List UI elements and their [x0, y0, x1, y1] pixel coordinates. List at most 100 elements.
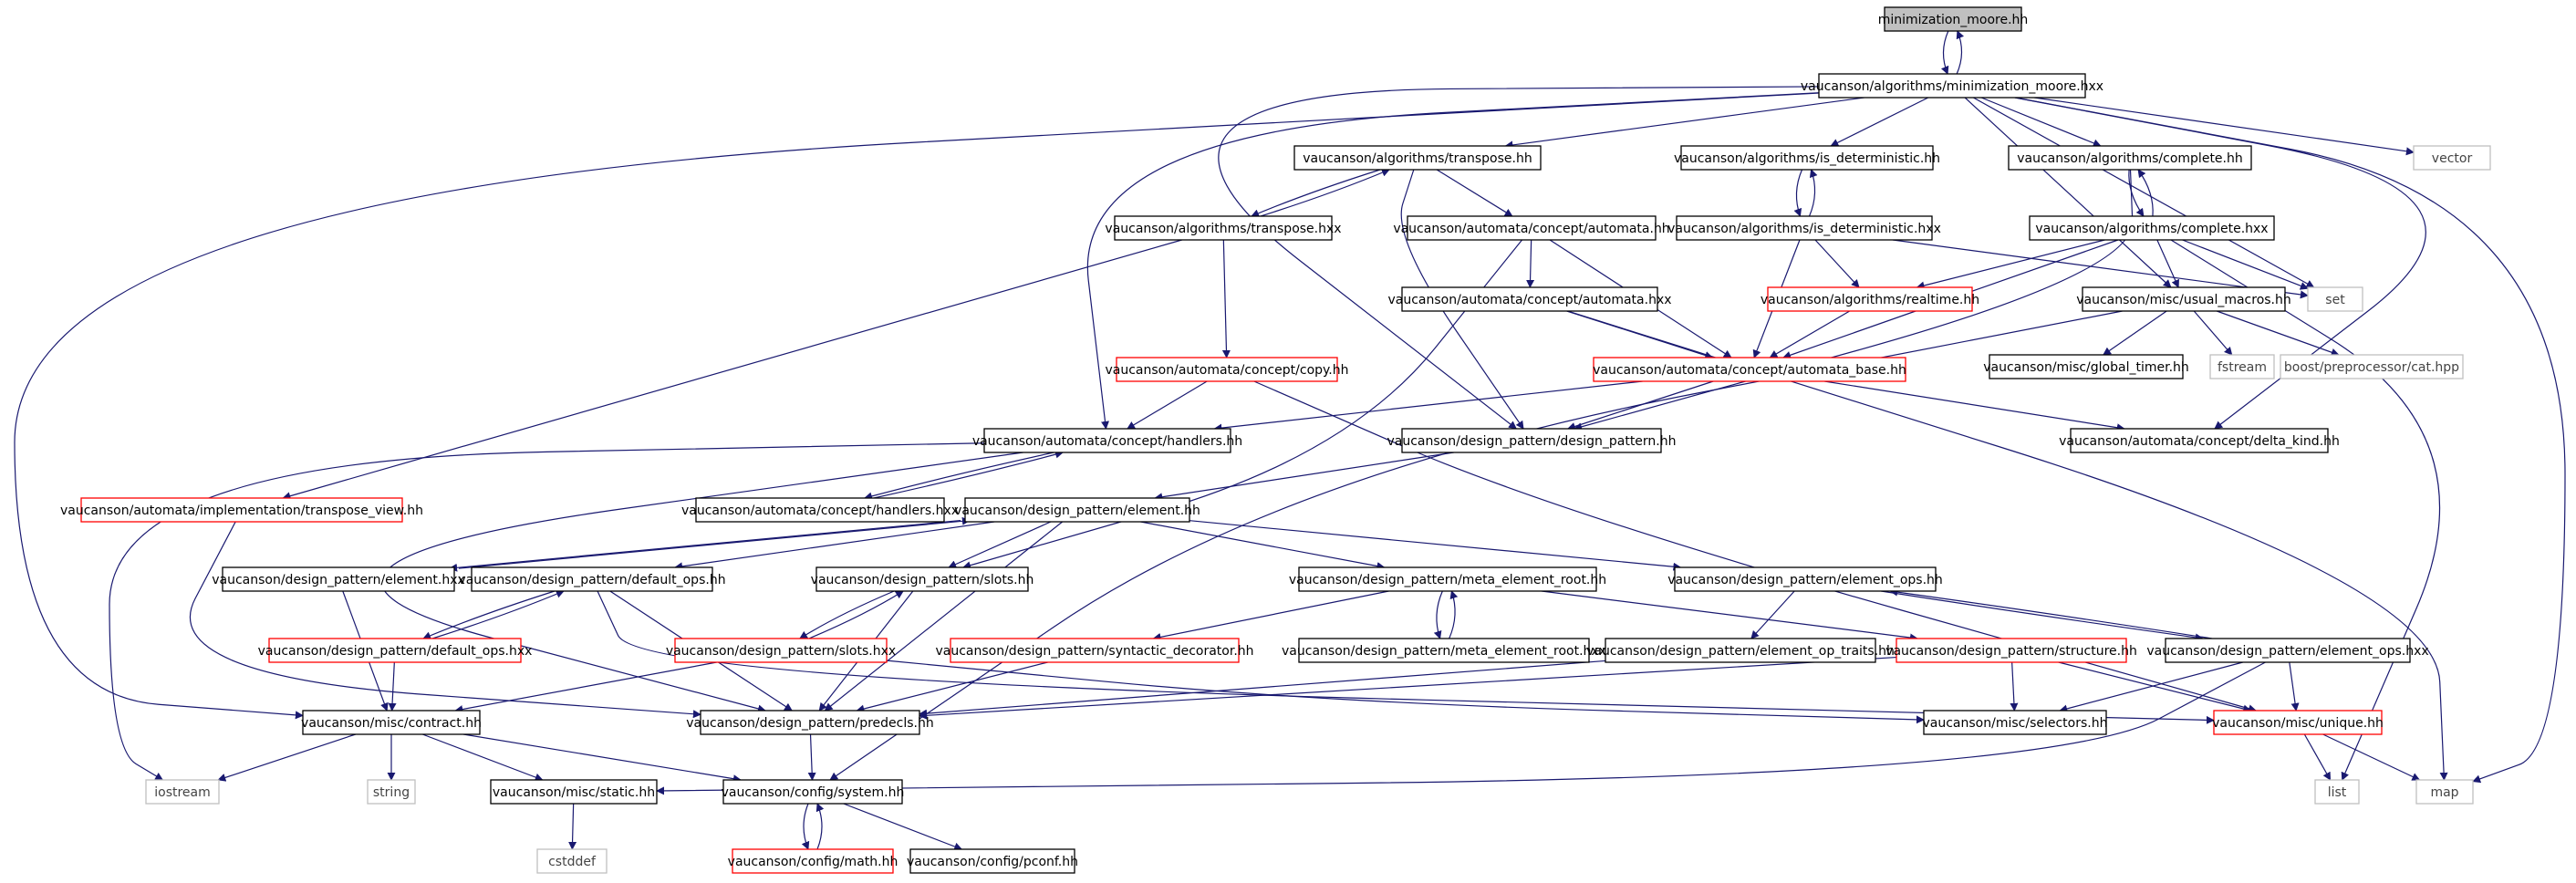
node-label: vaucanson/design_pattern/element.hh [954, 504, 1200, 518]
edge-n26-n30 [422, 590, 556, 640]
node-n48[interactable]: vaucanson/config/math.hh [728, 848, 898, 874]
node-label: vaucanson/config/pconf.hh [907, 855, 1078, 869]
node-n6[interactable]: vaucanson/algorithms/transpose.hxx [1105, 215, 1342, 241]
edge-n44-n49 [843, 803, 963, 851]
node-n46[interactable]: map [2415, 779, 2474, 805]
node-n30[interactable]: vaucanson/design_pattern/default_ops.hxx [258, 638, 533, 663]
node-box [1884, 6, 2022, 32]
node-box [700, 710, 920, 735]
node-n37[interactable]: vaucanson/misc/contract.hh [301, 710, 482, 735]
node-n49[interactable]: vaucanson/config/pconf.hh [907, 848, 1078, 874]
node-n24[interactable]: vaucanson/design_pattern/element.hh [954, 497, 1200, 523]
node-n10[interactable]: set [2307, 286, 2363, 312]
node-box [2082, 286, 2286, 312]
node-n1[interactable]: vaucanson/algorithms/minimization_moore.… [1801, 73, 2103, 99]
edge-n29-n34 [1750, 590, 1795, 639]
edge-n3-n8 [1793, 169, 1803, 217]
nodes-layer: minimization_moore.hh vaucanson/algorithm… [60, 6, 2491, 874]
node-n18[interactable]: vaucanson/automata/concept/automata_base… [1593, 357, 1906, 382]
edge-n12-n18 [1769, 310, 1851, 358]
node-box [2029, 215, 2275, 241]
node-n16[interactable]: boost/preprocessor/cat.hpp [2280, 354, 2464, 379]
node-n28[interactable]: vaucanson/design_pattern/meta_element_ro… [1289, 566, 1606, 592]
node-label: list [2328, 785, 2347, 800]
node-box [815, 566, 1029, 592]
edge-n24-n27 [948, 521, 1052, 568]
node-n9[interactable]: vaucanson/algorithms/complete.hxx [2029, 215, 2275, 241]
node-n25[interactable]: vaucanson/design_pattern/element.hxx [212, 566, 465, 592]
node-box [909, 848, 1075, 874]
node-n35[interactable]: vaucanson/design_pattern/structure.hh [1885, 638, 2137, 663]
edge-n9-n13 [2156, 239, 2179, 288]
node-n17[interactable]: vaucanson/automata/concept/copy.hh [1105, 357, 1349, 382]
edge-n18-n19 [1213, 380, 1643, 432]
node-label: vaucanson/design_pattern/default_ops.hh [458, 573, 725, 587]
node-n27[interactable]: vaucanson/design_pattern/slots.hh [811, 566, 1034, 592]
node-label: vaucanson/algorithms/complete.hxx [2035, 222, 2268, 236]
node-n44[interactable]: vaucanson/config/system.hh [722, 779, 905, 805]
node-n47[interactable]: cstddef [536, 848, 608, 874]
node-n32[interactable]: vaucanson/design_pattern/syntactic_decor… [935, 638, 1254, 663]
node-n31[interactable]: vaucanson/design_pattern/slots.hxx [666, 638, 896, 663]
edge-n20-n24 [1154, 452, 1454, 502]
edge-n9-n4 [2137, 169, 2154, 217]
node-n7[interactable]: vaucanson/automata/concept/automata.hh [1393, 215, 1670, 241]
node-label: vaucanson/misc/global_timer.hh [1983, 360, 2189, 375]
node-n38[interactable]: vaucanson/design_pattern/predecls.hh [686, 710, 934, 735]
node-n40[interactable]: vaucanson/misc/unique.hh [2212, 710, 2384, 735]
node-n22[interactable]: vaucanson/automata/implementation/transp… [60, 497, 423, 523]
node-box [695, 497, 945, 523]
node-n21[interactable]: vaucanson/automata/concept/delta_kind.hh [2059, 428, 2340, 453]
node-n39[interactable]: vaucanson/misc/selectors.hh [1923, 710, 2108, 735]
node-n19[interactable]: vaucanson/automata/concept/handlers.hh [972, 428, 1242, 453]
node-n34[interactable]: vaucanson/design_pattern/element_op_trai… [1586, 638, 1895, 663]
edge-n18-n21 [1824, 380, 2125, 432]
edge-n24-n38 [824, 521, 1064, 712]
node-box [1298, 566, 1597, 592]
edge-n24-n28 [1140, 521, 1386, 570]
node-box [1298, 638, 1590, 663]
node-n20[interactable]: vaucanson/design_pattern/design_pattern.… [1387, 428, 1677, 453]
node-n45[interactable]: list [2314, 779, 2360, 805]
node-n14[interactable]: vaucanson/misc/global_timer.hh [1983, 354, 2189, 379]
node-n33[interactable]: vaucanson/design_pattern/meta_element_ro… [1282, 638, 1606, 663]
node-n36[interactable]: vaucanson/design_pattern/element_ops.hxx [2146, 638, 2429, 663]
edge-n40-n46 [2322, 733, 2421, 781]
node-n4[interactable]: vaucanson/algorithms/complete.hh [2008, 145, 2252, 171]
node-n43[interactable]: vaucanson/misc/static.hh [490, 779, 658, 805]
edge-n23-n19 [873, 450, 1064, 499]
node-box [964, 497, 1190, 523]
node-label: vaucanson/config/system.hh [722, 785, 905, 800]
node-n5[interactable]: vector [2413, 145, 2491, 171]
node-box [2415, 779, 2474, 805]
node-label: vaucanson/design_pattern/structure.hh [1885, 644, 2137, 659]
edge-n31-n37 [454, 661, 717, 713]
edge-n38-n44 [807, 733, 816, 781]
edge-n30-n37 [388, 661, 397, 712]
edges-layer [14, 30, 2566, 851]
edge-n13-n16 [2216, 310, 2340, 357]
edge-n35-n39 [2010, 661, 2019, 712]
node-label: vaucanson/design_pattern/design_pattern.… [1387, 434, 1676, 449]
node-n8[interactable]: vaucanson/algorithms/is_deterministic.hx… [1667, 215, 1941, 241]
node-n41[interactable]: iostream [145, 779, 220, 805]
node-n26[interactable]: vaucanson/design_pattern/default_ops.hh [458, 566, 726, 592]
edge-n13-n44 [829, 310, 2123, 781]
node-n13[interactable]: vaucanson/misc/usual_macros.hh [2076, 286, 2291, 312]
node-box [1896, 638, 2127, 663]
node-n11[interactable]: vaucanson/automata/concept/automata.hxx [1387, 286, 1672, 312]
node-box [1114, 215, 1333, 241]
node-n15[interactable]: fstream [2209, 354, 2275, 379]
node-n42[interactable]: string [367, 779, 416, 805]
edge-n24-n26 [674, 521, 995, 571]
node-box [2314, 779, 2360, 805]
node-label: set [2325, 293, 2345, 307]
edge-n44-n48 [801, 803, 810, 850]
node-n0[interactable]: minimization_moore.hh [1878, 6, 2029, 32]
node-n12[interactable]: vaucanson/algorithms/realtime.hh [1761, 286, 1979, 312]
node-box [1401, 428, 1662, 453]
node-n29[interactable]: vaucanson/design_pattern/element_ops.hh [1667, 566, 1943, 592]
node-n3[interactable]: vaucanson/algorithms/is_deterministic.hh [1674, 145, 1940, 171]
node-n2[interactable]: vaucanson/algorithms/transpose.hh [1293, 145, 1542, 171]
node-n23[interactable]: vaucanson/automata/concept/handlers.hxx [681, 497, 959, 523]
